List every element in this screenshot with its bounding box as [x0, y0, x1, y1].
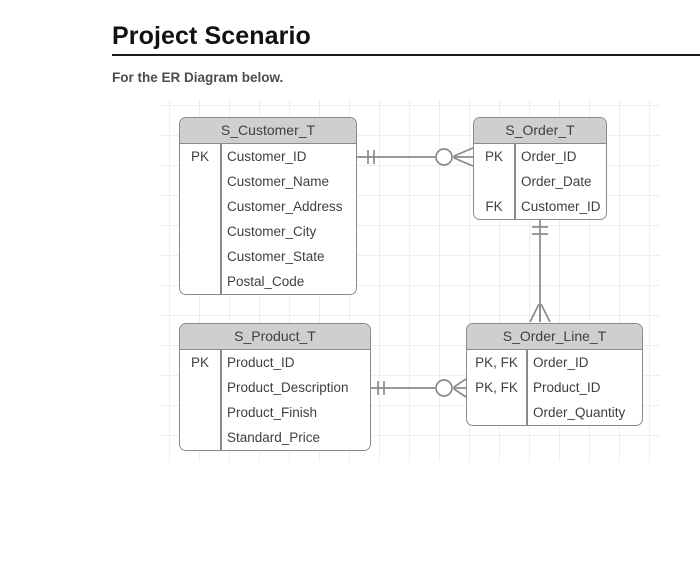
page-title: Project Scenario: [112, 22, 311, 50]
attribute-key: PK, FK: [475, 355, 518, 370]
entity-body-s-order-t: PK Order_ID Order_Date FK Customer_ID: [474, 144, 606, 219]
attribute-name: Product_ID: [533, 380, 601, 395]
attribute-key: PK: [484, 149, 503, 164]
entity-body-s-order-line-t: PK, FK Order_ID PK, FK Product_ID Order_…: [467, 350, 642, 425]
attribute-name: Customer_State: [227, 249, 325, 264]
attribute-name: Standard_Price: [227, 430, 321, 445]
attribute-row: Order_Quantity: [467, 400, 642, 425]
attribute-row: Customer_Name: [180, 169, 356, 194]
key-column-divider: [220, 144, 222, 294]
attribute-name: Customer_Address: [227, 199, 343, 214]
attribute-key: FK: [485, 199, 503, 214]
entity-title-s-customer-t: S_Customer_T: [180, 118, 356, 144]
attribute-key: PK: [190, 149, 209, 164]
attribute-name: Customer_ID: [227, 149, 307, 164]
attribute-name: Product_ID: [227, 355, 295, 370]
entity-s-product-t[interactable]: S_Product_T PK Product_ID Product_Descri…: [179, 323, 371, 451]
page-subtitle: For the ER Diagram below.: [112, 70, 284, 85]
key-column-divider: [514, 144, 516, 219]
attribute-row: Customer_State: [180, 244, 356, 269]
attribute-name: Product_Finish: [227, 405, 318, 420]
entity-title-s-order-line-t: S_Order_Line_T: [467, 324, 642, 350]
attribute-key: PK: [190, 355, 209, 370]
attribute-row: Product_Description: [180, 375, 370, 400]
attribute-row: Customer_Address: [180, 194, 356, 219]
entity-s-order-line-t[interactable]: S_Order_Line_T PK, FK Order_ID PK, FK Pr…: [466, 323, 643, 426]
attribute-row: Customer_City: [180, 219, 356, 244]
attribute-row: PK, FK Product_ID: [467, 375, 642, 400]
attribute-row: PK Customer_ID: [180, 144, 356, 169]
attribute-key: PK, FK: [475, 380, 518, 395]
attribute-name: Order_ID: [533, 355, 589, 370]
entity-body-s-customer-t: PK Customer_ID Customer_Name Customer_Ad…: [180, 144, 356, 294]
key-column-divider: [220, 350, 222, 450]
attribute-row: Standard_Price: [180, 425, 370, 450]
attribute-name: Order_Date: [521, 174, 592, 189]
entity-s-customer-t[interactable]: S_Customer_T PK Customer_ID Customer_Nam…: [179, 117, 357, 295]
attribute-row: PK Product_ID: [180, 350, 370, 375]
attribute-name: Customer_Name: [227, 174, 330, 189]
attribute-row: FK Customer_ID: [474, 194, 606, 219]
entity-title-s-product-t: S_Product_T: [180, 324, 370, 350]
entity-body-s-product-t: PK Product_ID Product_Description Produc…: [180, 350, 370, 450]
attribute-name: Order_Quantity: [533, 405, 626, 420]
attribute-name: Customer_City: [227, 224, 317, 239]
er-diagram: S_Customer_T PK Customer_ID Customer_Nam…: [160, 100, 660, 462]
key-column-divider: [526, 350, 528, 425]
attribute-row: Order_Date: [474, 169, 606, 194]
attribute-name: Customer_ID: [521, 199, 601, 214]
attribute-name: Order_ID: [521, 149, 577, 164]
attribute-row: PK Order_ID: [474, 144, 606, 169]
attribute-row: Postal_Code: [180, 269, 356, 294]
entity-title-s-order-t: S_Order_T: [474, 118, 606, 144]
attribute-row: PK, FK Order_ID: [467, 350, 642, 375]
entity-s-order-t[interactable]: S_Order_T PK Order_ID Order_Date FK Cust…: [473, 117, 607, 220]
title-divider: [112, 54, 700, 56]
attribute-name: Product_Description: [227, 380, 349, 395]
attribute-name: Postal_Code: [227, 274, 305, 289]
attribute-row: Product_Finish: [180, 400, 370, 425]
